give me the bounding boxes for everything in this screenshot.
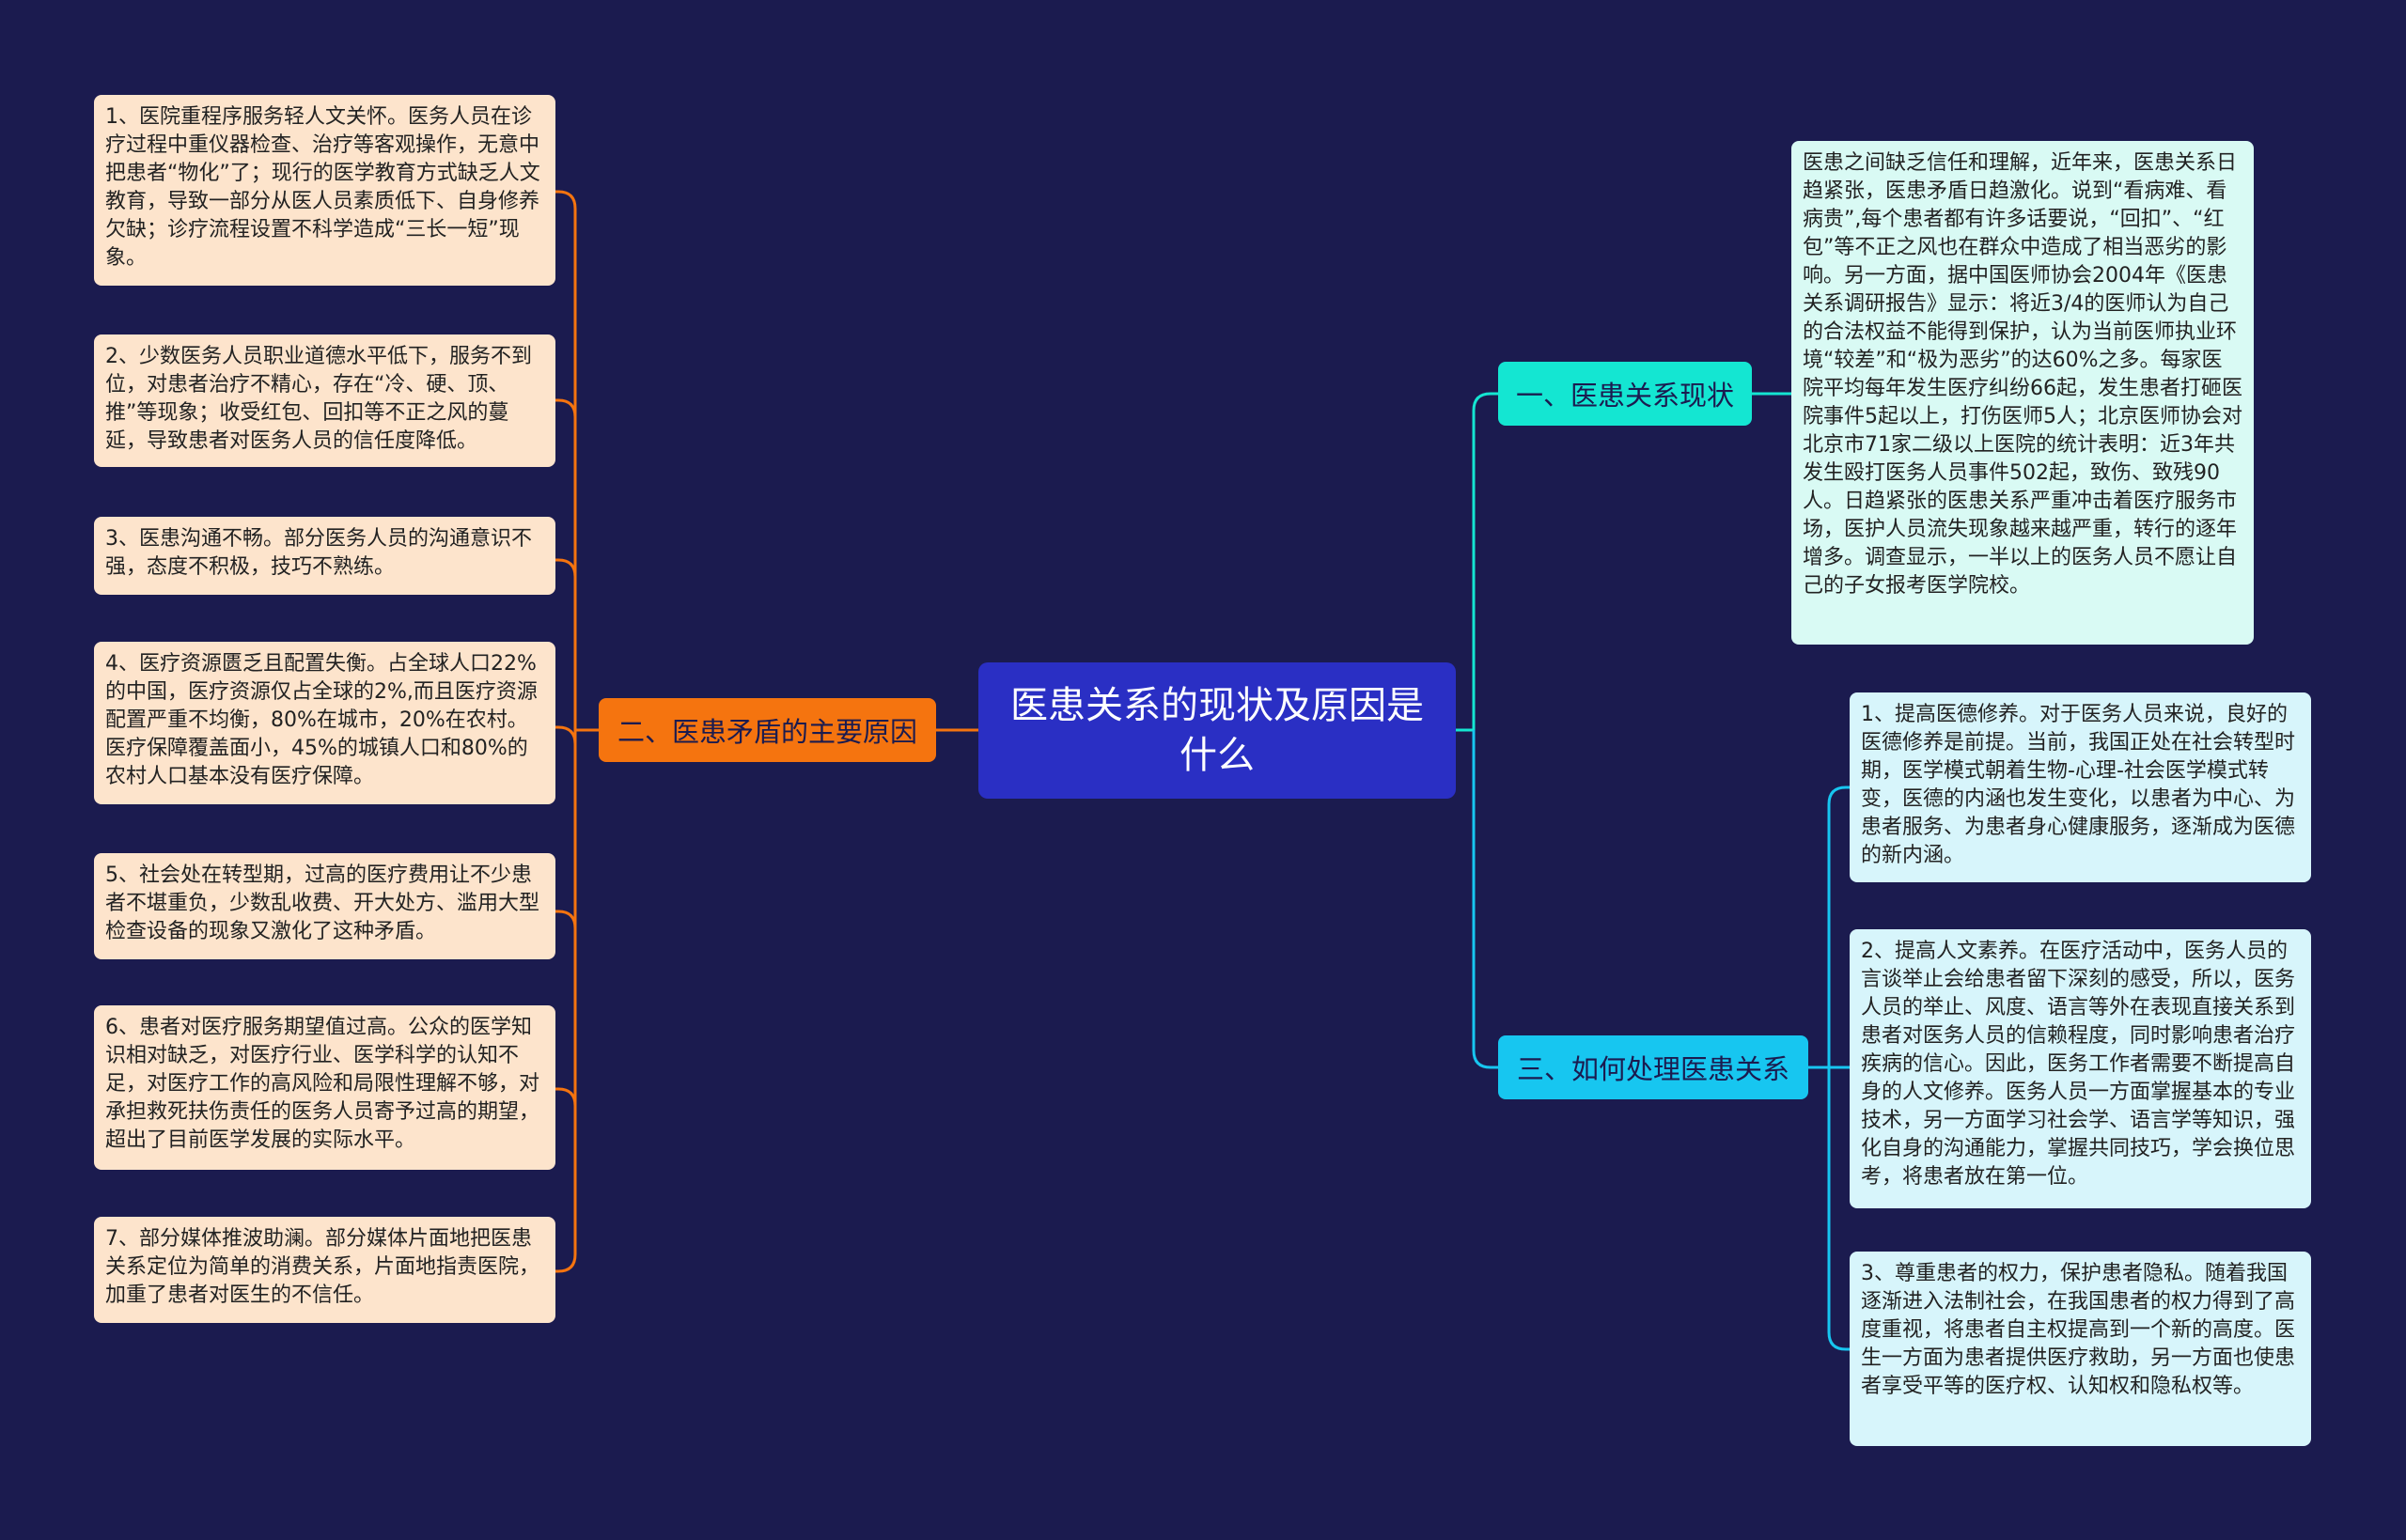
connector-root-status: [1456, 392, 1498, 732]
leaf-cause-4[interactable]: 4、医疗资源匮乏且配置失衡。占全球人口22%的中国，医疗资源仅占全球的2%,而且…: [94, 642, 555, 804]
branch-causes[interactable]: 二、医患矛盾的主要原因: [599, 698, 936, 762]
leaf-handling-2[interactable]: 2、提高人文素养。在医疗活动中，医务人员的言谈举止会给患者留下深刻的感受，所以，…: [1850, 929, 2311, 1208]
leaf-cause-3[interactable]: 3、医患沟通不畅。部分医务人员的沟通意识不强，态度不积极，技巧不熟练。: [94, 517, 555, 595]
connectors-handling: [1808, 786, 1850, 1351]
leaf-cause-2[interactable]: 2、少数医务人员职业道德水平低下，服务不到位，对患者治疗不精心，存在“冷、硬、顶…: [94, 334, 555, 467]
leaf-cause-6[interactable]: 6、患者对医疗服务期望值过高。公众的医学知识相对缺乏，对医疗行业、医学科学的认知…: [94, 1005, 555, 1170]
root-topic[interactable]: 医患关系的现状及原因是什么: [978, 662, 1456, 799]
leaf-handling-3[interactable]: 3、尊重患者的权力，保护患者隐私。随着我国逐渐进入法制社会，在我国患者的权力得到…: [1850, 1252, 2311, 1446]
connectors-causes: [555, 190, 599, 1273]
leaf-handling-1[interactable]: 1、提高医德修养。对于医务人员来说，良好的医德修养是前提。当前，我国正处在社会转…: [1850, 692, 2311, 882]
branch-handling[interactable]: 三、如何处理医患关系: [1498, 1035, 1808, 1099]
branch-status[interactable]: 一、医患关系现状: [1498, 362, 1752, 426]
leaf-cause-1[interactable]: 1、医院重程序服务轻人文关怀。医务人员在诊疗过程中重仪器检查、治疗等客观操作，无…: [94, 95, 555, 286]
leaf-cause-5[interactable]: 5、社会处在转型期，过高的医疗费用让不少患者不堪重负，少数乱收费、开大处方、滥用…: [94, 853, 555, 959]
connector-root-handling: [1472, 730, 1498, 1069]
leaf-cause-7[interactable]: 7、部分媒体推波助澜。部分媒体片面地把医患关系定位为简单的消费关系，片面地指责医…: [94, 1217, 555, 1323]
leaf-status-1[interactable]: 医患之间缺乏信任和理解，近年来，医患关系日趋紧张，医患矛盾日趋激化。说到“看病难…: [1791, 141, 2254, 645]
